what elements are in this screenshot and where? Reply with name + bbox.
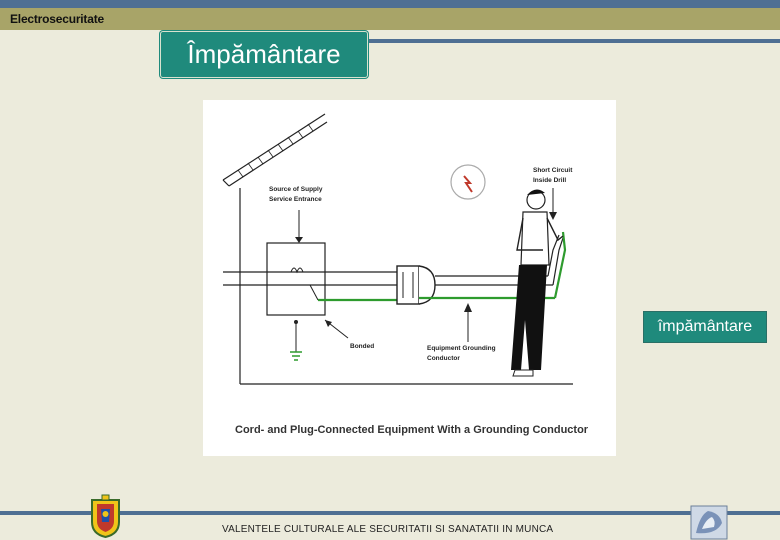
label-inside-drill: Inside Drill — [533, 177, 566, 184]
term-badge: împământare — [643, 311, 767, 343]
label-bonded: Bonded — [350, 343, 374, 350]
crest-icon — [91, 494, 120, 538]
label-short-circuit: Short Circuit — [533, 167, 573, 174]
grounding-figure: Source of Supply Service Entrance Short … — [203, 100, 616, 456]
footer-text: VALENTELE CULTURALE ALE SECURITATII SI S… — [222, 524, 554, 535]
roof-line-inner — [228, 121, 328, 187]
top-bar — [0, 0, 780, 8]
roof-line-outer — [222, 113, 326, 181]
roof-hatching — [237, 123, 314, 178]
outlet — [396, 265, 420, 305]
service-panel — [266, 242, 326, 316]
figure-caption: Cord- and Plug-Connected Equipment With … — [235, 424, 589, 436]
slide-title: Împământare — [160, 31, 368, 78]
label-egc-2: Conductor — [427, 355, 460, 362]
logo-icon — [690, 505, 728, 540]
header-bar: Electrosecuritate — [0, 8, 780, 30]
ground-symbol — [290, 351, 302, 361]
label-egc-1: Equipment Grounding — [427, 345, 496, 352]
grounding-diagram: Source of Supply Service Entrance Short … — [222, 113, 589, 436]
footer-rule — [0, 511, 780, 515]
worker-figure — [511, 189, 564, 377]
header-rule — [360, 39, 780, 43]
header-title: Electrosecuritate — [10, 12, 104, 26]
label-source: Source of Supply — [269, 186, 323, 193]
label-service: Service Entrance — [269, 196, 322, 203]
